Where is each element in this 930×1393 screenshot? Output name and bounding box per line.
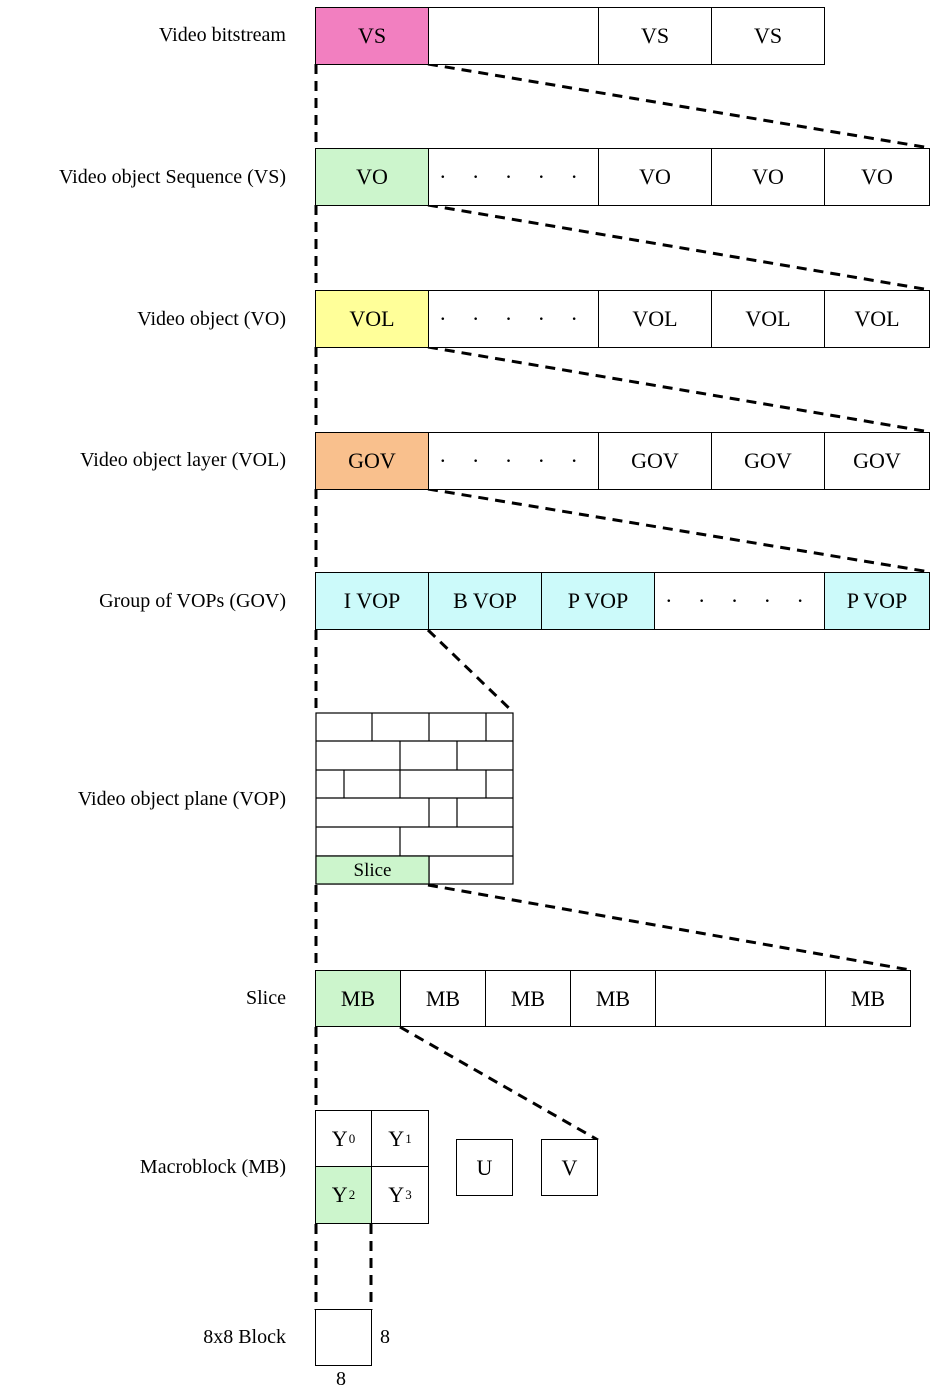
- vo-cell: VO: [598, 148, 712, 206]
- vo-cell: VO: [824, 148, 930, 206]
- level-label-vo: Video object (VO): [137, 308, 286, 330]
- p-vop-cell: P VOP: [541, 572, 655, 630]
- mb-cell: MB: [570, 970, 656, 1027]
- level-label-vop: Video object plane (VOP): [77, 788, 286, 810]
- chroma-block-v: V: [541, 1139, 598, 1196]
- expand-line: [427, 345, 930, 434]
- level-label-slice: Slice: [246, 987, 286, 1009]
- expand-line: [427, 487, 930, 574]
- expand-line: [426, 628, 515, 714]
- slice-label: Slice: [353, 859, 392, 881]
- vs-cell: VS: [711, 7, 825, 65]
- level-label-vs: Video object Sequence (VS): [58, 166, 286, 188]
- vol-cell: VOL: [598, 290, 712, 348]
- mb-cell: MB: [825, 970, 911, 1027]
- i-vop-cell: I VOP: [315, 572, 429, 630]
- vo-cell-highlight: VO: [315, 148, 429, 206]
- vol-cell-highlight: VOL: [315, 290, 429, 348]
- gov-cell: GOV: [598, 432, 712, 490]
- level-label-gov: Group of VOPs (GOV): [99, 590, 286, 612]
- mb-cell: MB: [400, 970, 486, 1027]
- block-height-label: 8: [380, 1326, 390, 1348]
- vs-cell-highlight: VS: [315, 7, 429, 65]
- gov-cell: GOV: [711, 432, 825, 490]
- level-label-bitstream: Video bitstream: [158, 24, 286, 46]
- b-vop-cell: B VOP: [428, 572, 542, 630]
- gov-cell-highlight: GOV: [315, 432, 429, 490]
- level-label-block: 8x8 Block: [203, 1326, 286, 1348]
- bitstream-cell-empty: [428, 7, 599, 65]
- p-vop-cell: P VOP: [824, 572, 930, 630]
- slice-highlight: [315, 855, 430, 885]
- ellipsis-cell: · · · · ·: [654, 572, 825, 630]
- block-width-label: 8: [336, 1368, 346, 1390]
- chroma-block-u: U: [456, 1139, 513, 1196]
- block-8x8: [315, 1309, 372, 1366]
- ellipsis-cell: · · · · ·: [428, 290, 599, 348]
- level-label-vol: Video object layer (VOL): [80, 449, 286, 471]
- vol-cell: VOL: [824, 290, 930, 348]
- ellipsis-cell: · · · · ·: [428, 148, 599, 206]
- expand-line: [427, 62, 930, 150]
- expand-line: [427, 883, 911, 972]
- expand-line: [399, 1025, 599, 1142]
- mb-cell-highlight: MB: [315, 970, 401, 1027]
- vo-cell: VO: [711, 148, 825, 206]
- mb-cell: MB: [485, 970, 571, 1027]
- vol-cell: VOL: [711, 290, 825, 348]
- slice-empty-cell: [655, 970, 826, 1027]
- expand-line: [427, 203, 930, 292]
- level-label-mb: Macroblock (MB): [139, 1156, 286, 1178]
- gov-cell: GOV: [824, 432, 930, 490]
- ellipsis-cell: · · · · ·: [428, 432, 599, 490]
- vs-cell: VS: [598, 7, 712, 65]
